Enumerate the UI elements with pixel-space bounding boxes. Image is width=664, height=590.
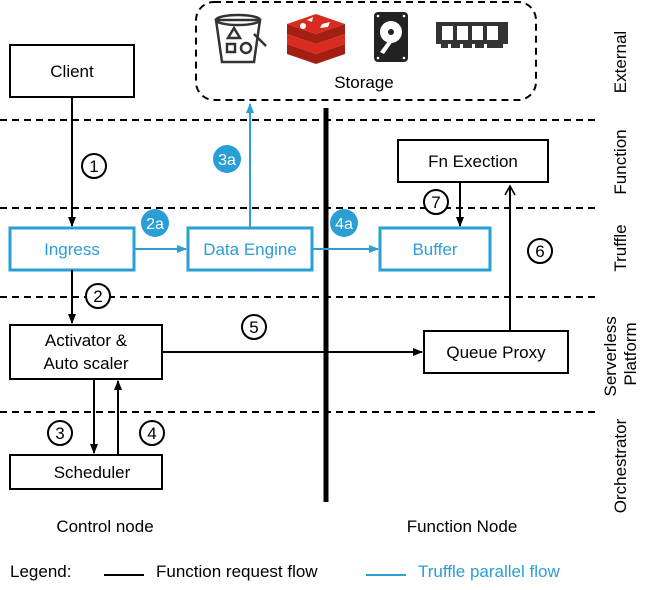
- hard-disk-icon: [374, 12, 408, 62]
- step-4a-label: 4a: [335, 216, 353, 233]
- client-box: [9, 44, 135, 98]
- storage-label: Storage: [334, 73, 394, 92]
- ingress-label: Ingress: [44, 240, 100, 259]
- step-3-circle: [47, 420, 73, 446]
- step-3a-circle: [213, 145, 241, 173]
- step-5-label: 5: [249, 318, 258, 337]
- layer-serverless-line1: Serverless: [601, 316, 620, 396]
- layer-orchestrator: Orchestrator: [611, 418, 630, 513]
- step-4-label: 4: [147, 424, 156, 443]
- request-flow-arrows: [68, 97, 516, 455]
- legend-parallel-label: Truffle parallel flow: [418, 562, 560, 581]
- step-5-circle: [241, 314, 267, 340]
- step-6-circle: [527, 238, 553, 264]
- step-3-label: 3: [55, 424, 64, 443]
- step-2a-label: 2a: [146, 216, 164, 233]
- ram-module-icon: [436, 22, 508, 48]
- step-7-circle: [423, 189, 449, 215]
- fn-execution-box: [397, 139, 549, 183]
- control-node-label: Control node: [56, 517, 153, 536]
- ingress-box: [8, 226, 136, 272]
- redis-icon: [287, 14, 345, 64]
- step-markers: 1 2 3 4 5 6 7: [47, 153, 553, 446]
- activator-label-line1: Activator &: [45, 331, 128, 350]
- step-3a-label: 3a: [218, 152, 236, 169]
- step-2-label: 2: [93, 287, 102, 306]
- buffer-label: Buffer: [412, 240, 457, 259]
- step-1-label: 1: [89, 157, 98, 176]
- scheduler-label: Scheduler: [54, 463, 131, 482]
- legend-request-label: Function request flow: [156, 562, 318, 581]
- bucket-shapes-icon: [214, 13, 267, 64]
- legend: Legend: Function request flow Truffle pa…: [10, 562, 560, 581]
- layer-serverless-line2: Platform: [621, 322, 640, 385]
- function-node-label: Function Node: [407, 517, 518, 536]
- parallel-step-markers: 2a 3a 4a: [141, 145, 358, 237]
- layer-labels: External Function Truffle Serverless Pla…: [601, 31, 640, 513]
- client-label: Client: [50, 62, 94, 81]
- parallel-flow-arrows: [134, 103, 379, 253]
- fn-execution-label: Fn Exection: [428, 152, 518, 171]
- step-7-label: 7: [431, 193, 440, 212]
- data-engine-label: Data Engine: [203, 240, 297, 259]
- queue-proxy-label: Queue Proxy: [446, 343, 546, 362]
- layer-truffle: Truffle: [611, 224, 630, 271]
- queue-proxy-box: [423, 330, 569, 374]
- layer-serverless: Serverless Platform: [601, 311, 640, 396]
- layer-external: External: [611, 31, 630, 93]
- activator-label-line2: Auto scaler: [43, 354, 128, 373]
- step-4a-circle: [330, 209, 358, 237]
- data-engine-box: [186, 226, 314, 272]
- scheduler-box: [9, 454, 163, 490]
- step-2a-circle: [141, 209, 169, 237]
- layer-function: Function: [611, 129, 630, 194]
- step-2-circle: [85, 283, 111, 309]
- activator-box: [9, 324, 163, 380]
- buffer-box: [378, 226, 492, 272]
- step-4-circle: [139, 420, 165, 446]
- legend-title: Legend:: [10, 562, 71, 581]
- step-1-circle: [81, 153, 107, 179]
- step-6-label: 6: [535, 242, 544, 261]
- storage-box: [195, 1, 537, 101]
